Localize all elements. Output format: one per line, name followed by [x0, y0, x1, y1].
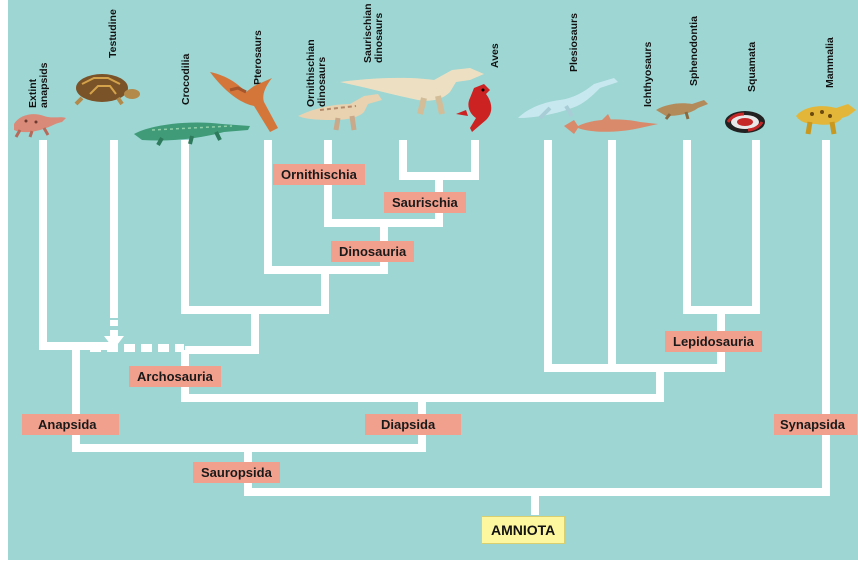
- root-label-amniota: AMNIOTA: [481, 516, 565, 544]
- turtle-icon: [68, 70, 140, 106]
- clade-ornithischia: Ornithischia: [273, 164, 365, 185]
- snake-icon: [722, 108, 768, 136]
- branch-marine-reptiles: [548, 140, 612, 368]
- clade-archosauria: Archosauria: [129, 366, 221, 387]
- branch-diapsida: [185, 350, 660, 398]
- tuatara-icon: [654, 92, 710, 120]
- lizard-icon: [10, 104, 68, 138]
- taxon-label: Sphenodontia: [689, 16, 700, 86]
- taxon-label: Squamata: [747, 42, 758, 92]
- branch-mammalia: [535, 140, 826, 492]
- branch-sauropsida-to-root: [248, 448, 535, 492]
- taxon-label: Plesiosaurs: [569, 13, 580, 72]
- pterosaur-icon: [208, 66, 292, 138]
- taxon-label: Ichthyosaurs: [643, 42, 654, 107]
- clade-synapsida: Synapsida: [774, 414, 857, 435]
- branch-archosauria-stem: [185, 310, 255, 350]
- clade-sauropsida: Sauropsida: [193, 462, 280, 483]
- ichthyosaur-icon: [560, 112, 660, 140]
- clade-anapsida: Anapsida: [22, 414, 119, 435]
- clade-dinosauria: Dinosauria: [331, 241, 414, 262]
- clade-saurischia: Saurischia: [384, 192, 466, 213]
- taxon-label: Mammalia: [825, 37, 836, 88]
- bird-icon: [452, 80, 504, 134]
- branch-lepidosauria: [687, 140, 756, 310]
- taxon-label: Aves: [490, 43, 501, 68]
- branch-saurischia: [403, 140, 475, 176]
- mammal-icon: [792, 96, 858, 136]
- clade-lepidosauria: Lepidosauria: [665, 331, 762, 352]
- taxon-label: Testudine: [108, 9, 119, 58]
- clade-diapsida: Diapsida: [365, 414, 461, 435]
- branch-anapsida: [43, 140, 114, 346]
- taxon-label: Crocodilia: [181, 54, 192, 105]
